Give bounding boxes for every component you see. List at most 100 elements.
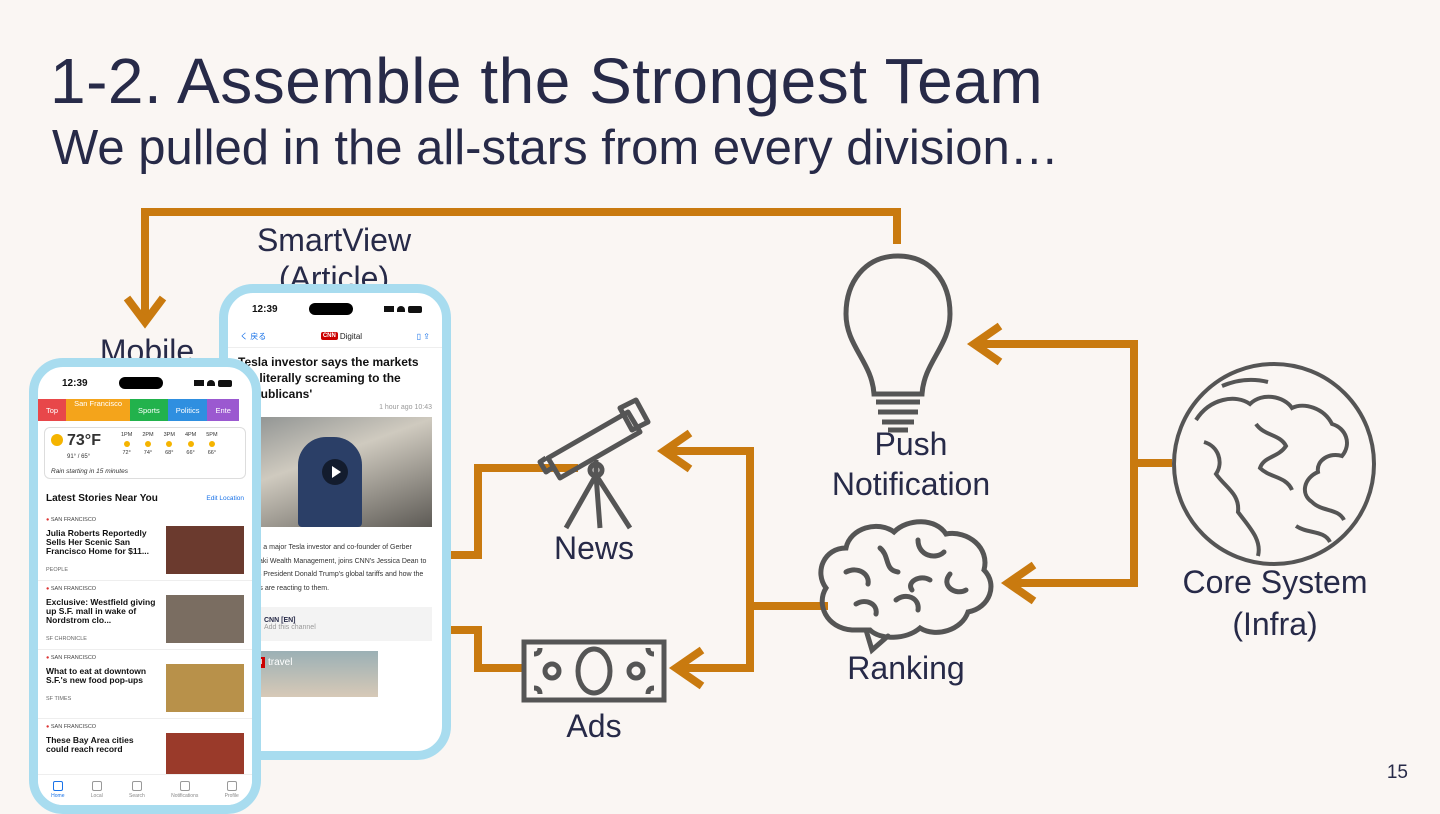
dynamic-island — [118, 377, 163, 389]
status-time: 12:39 — [62, 377, 88, 389]
story-title: Exclusive: Westfield giving up S.F. mall… — [46, 597, 156, 625]
label-news: News — [553, 530, 634, 566]
hour-forecast: 5PM 66° — [206, 432, 217, 456]
nav-label: Home — [51, 793, 65, 799]
hour-temp: 72° — [122, 450, 131, 456]
cnn-logo-mark: CNN — [320, 332, 338, 340]
page-number: 15 — [1386, 762, 1408, 783]
back-button[interactable]: く 戻る — [240, 331, 267, 341]
story-thumbnail — [166, 664, 244, 712]
nav-search[interactable]: Search — [129, 781, 145, 799]
story-item[interactable]: SAN FRANCISCO Julia Roberts Reportedly Se… — [38, 512, 252, 581]
core-to-ranking-arrowhead — [1000, 561, 1037, 605]
story-title: These Bay Area cities could reach record — [46, 735, 134, 754]
weather-icon — [123, 441, 130, 447]
core-to-ranking-arrow — [1012, 463, 1138, 587]
nav-notifications[interactable]: Notifications — [171, 781, 198, 799]
lightbulb-icon — [843, 253, 953, 433]
story-thumbnail — [166, 526, 244, 574]
story-list: SAN FRANCISCO Julia Roberts Reportedly Se… — [38, 512, 252, 788]
bottom-nav: Home Local Search Notifications Profile — [38, 774, 252, 805]
telescope-icon — [537, 397, 651, 530]
ranking-to-news-arrow — [666, 447, 754, 606]
status-bar: 12:39 — [38, 367, 252, 399]
article-timestamp: 1 hour ago 10:43 — [379, 404, 432, 411]
article-headline[interactable]: Tesla investor says the markets are lite… — [238, 355, 419, 401]
notifications-icon — [179, 781, 190, 791]
hour-label: 2PM — [142, 432, 154, 438]
label-ads: Ads — [566, 708, 622, 744]
push-to-mobile-arrow — [141, 208, 901, 318]
play-icon[interactable] — [322, 459, 348, 485]
label-smartview: SmartView — [256, 222, 412, 258]
bookmark-icon[interactable]: ▯ — [416, 331, 422, 341]
ranking-to-ads-arrow — [678, 606, 754, 672]
label-ranking: Ranking — [847, 650, 965, 686]
story-title: Julia Roberts Reportedly Sells Her Sceni… — [46, 528, 149, 556]
tab-sports[interactable]: Sports — [130, 399, 168, 421]
slide-title: 1-2. Assemble the Strongest Team — [50, 45, 1044, 117]
story-source: PEOPLE — [46, 567, 69, 573]
ranking-to-ads-arrowhead — [668, 646, 705, 690]
tab-top[interactable]: Top — [38, 399, 67, 421]
article-video[interactable] — [238, 417, 432, 527]
nav-label: Profile — [224, 793, 239, 799]
search-icon — [131, 781, 142, 791]
status-icons — [193, 379, 232, 387]
status-time: 12:39 — [252, 303, 278, 315]
status-bar: 12:39 — [228, 293, 442, 325]
channel-card[interactable]: CNN [EN] Add this channel — [238, 607, 432, 641]
section-title: Latest Stories Near You — [46, 493, 158, 504]
nav-local[interactable]: Local — [91, 781, 103, 799]
channel-name: CNN [EN] — [264, 617, 296, 624]
current-temp: 73°F — [67, 432, 101, 449]
hour-label: 5PM — [206, 432, 218, 438]
sun-icon — [51, 434, 63, 446]
nav-label: Search — [129, 793, 145, 799]
push-to-mobile-arrowhead — [123, 295, 167, 329]
article-body: Gerber, a major Tesla investor and co-fo… — [238, 544, 427, 592]
section-header: Latest Stories Near You Edit Location — [38, 485, 252, 512]
story-location: SAN FRANCISCO — [46, 654, 158, 663]
profile-icon — [226, 781, 237, 791]
edit-location-link[interactable]: Edit Location — [206, 495, 244, 502]
brain-icon — [818, 519, 994, 655]
travel-label: travel — [268, 657, 293, 668]
brand-name: Digital — [339, 331, 363, 341]
weather-icon — [187, 441, 194, 447]
hour-temp: 66° — [186, 450, 195, 456]
hour-temp: 66° — [207, 450, 217, 456]
label-push-notification: Push Notification — [831, 426, 991, 502]
weather-icon — [166, 441, 173, 447]
tab-ente[interactable]: Ente — [207, 399, 239, 421]
nav-home[interactable]: Home — [51, 781, 64, 799]
nav-label: Notifications — [171, 793, 199, 799]
local-icon — [91, 781, 102, 791]
story-source: SF TIMES — [46, 696, 72, 702]
ranking-to-news-arrowhead — [656, 429, 693, 473]
globe-icon — [1172, 362, 1376, 566]
nav-label: Local — [90, 793, 103, 799]
story-location: SAN FRANCISCO — [46, 516, 158, 525]
share-icon[interactable]: ⇪ — [423, 331, 430, 341]
tab-san-francisco[interactable]: San Francisco — [66, 399, 131, 421]
tab-politics[interactable]: Politics — [167, 399, 208, 421]
cnn-travel-card[interactable]: CNN travel — [238, 651, 378, 697]
dynamic-island — [308, 303, 353, 315]
hour-label: 3PM — [163, 432, 175, 438]
nav-profile[interactable]: Profile — [225, 781, 239, 799]
